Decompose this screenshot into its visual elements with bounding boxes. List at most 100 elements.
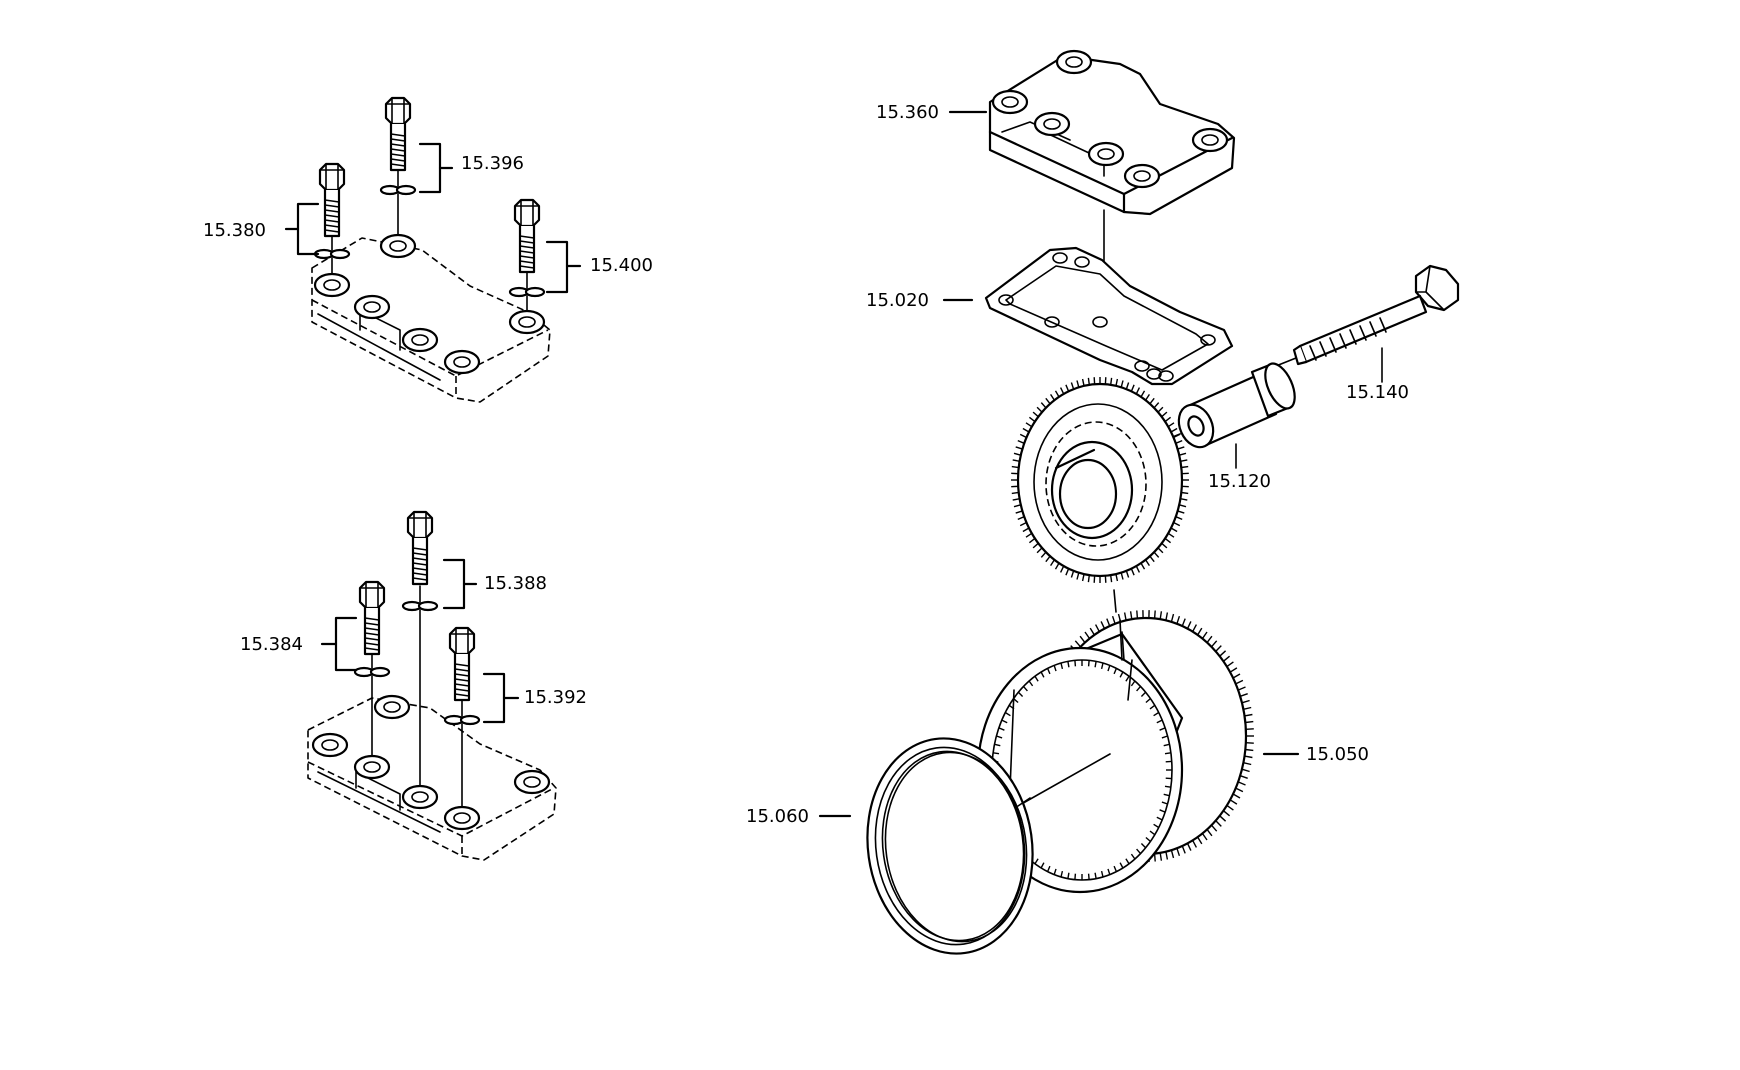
gear-tooth — [1157, 547, 1164, 554]
gear-tooth — [1210, 640, 1218, 648]
gear-tooth — [1180, 498, 1188, 501]
gear-tooth — [1170, 613, 1175, 623]
gear-tooth — [1045, 555, 1051, 563]
gear-tooth — [1135, 565, 1141, 573]
gear-tooth — [1179, 452, 1187, 456]
gear-tooth — [1050, 559, 1055, 566]
gear-tooth — [1239, 693, 1248, 697]
gear-tooth — [1159, 611, 1163, 620]
gear-tooth — [1167, 422, 1175, 428]
gear-tooth — [1153, 853, 1156, 862]
label-15-140: 15.140 — [1346, 382, 1409, 403]
gear-tooth — [1017, 439, 1025, 444]
gear-tooth — [1176, 847, 1181, 857]
gear-tooth — [1164, 752, 1172, 755]
gear-tooth — [1165, 612, 1169, 621]
gear-tooth — [1161, 542, 1168, 549]
gear-tooth — [1156, 719, 1163, 724]
gear-tooth — [1015, 510, 1023, 514]
gear-tooth — [1145, 394, 1150, 401]
gear-tooth — [1087, 377, 1090, 385]
gear-tooth — [1161, 735, 1168, 739]
gear-tooth — [1113, 865, 1118, 872]
gear-tooth — [1179, 504, 1187, 508]
gear-tooth — [1012, 459, 1020, 462]
gear-tooth — [1149, 397, 1155, 405]
gear-tooth — [1045, 397, 1051, 405]
gear-tooth — [1165, 851, 1169, 860]
label-15-120: 15.120 — [1208, 471, 1271, 492]
gear-tooth — [1215, 645, 1222, 652]
gear-tooth — [994, 743, 1001, 747]
gear-tooth — [1140, 562, 1146, 570]
gear-tooth — [998, 727, 1005, 731]
gear-tooth — [1170, 427, 1178, 433]
gear-tooth — [1070, 570, 1075, 578]
gear-tooth — [1153, 711, 1160, 717]
gear-tooth — [1015, 446, 1023, 450]
gear-tooth — [1222, 810, 1231, 817]
gear-tooth — [1232, 793, 1241, 799]
gear-tooth — [1130, 853, 1136, 860]
gear-tooth — [1201, 832, 1208, 841]
gear-tooth — [1060, 662, 1064, 670]
gasket-15-020 — [984, 246, 1234, 386]
gear-tooth — [1153, 402, 1160, 409]
gear-tooth — [1107, 868, 1111, 875]
gear-tooth — [1081, 378, 1085, 386]
label-15-360: 15.360 — [876, 102, 939, 123]
gear-tooth — [1163, 743, 1170, 747]
gear-tooth — [1161, 411, 1168, 418]
gear-tooth — [1125, 675, 1130, 682]
label-15-020: 15.020 — [866, 290, 929, 311]
gear-tooth — [1028, 537, 1036, 544]
gear-tooth — [1025, 422, 1033, 428]
gear-tooth — [1136, 848, 1142, 855]
gear-tooth — [1175, 439, 1183, 444]
gear-tooth — [1219, 815, 1227, 822]
gear-tooth — [1089, 627, 1095, 636]
gear-tooth — [1197, 836, 1203, 845]
gear-tooth — [1040, 551, 1047, 558]
gear-tooth — [1012, 498, 1020, 501]
gear-tooth — [1149, 704, 1156, 710]
gear-tooth — [1123, 612, 1127, 621]
label-15-050: 15.050 — [1306, 744, 1369, 765]
gear-tooth — [1094, 661, 1097, 668]
gear-tooth — [1074, 660, 1077, 667]
gear-tooth — [1094, 872, 1097, 879]
idler-gear — [1011, 377, 1189, 613]
gear-tooth — [1136, 685, 1142, 692]
cover-15-360 — [988, 49, 1236, 313]
gear-tooth — [1110, 575, 1113, 583]
gear-tooth — [1067, 661, 1070, 668]
gear-tooth — [1087, 660, 1090, 667]
gear-tooth — [1192, 624, 1198, 632]
label-15-392: 15.392 — [524, 687, 587, 708]
gear-tooth — [1232, 673, 1241, 679]
gear-tooth — [1173, 433, 1181, 439]
gear-tooth — [1120, 572, 1124, 580]
gear-tooth — [1181, 845, 1186, 854]
gear-tooth — [1053, 665, 1057, 672]
gear-tooth — [1241, 768, 1250, 773]
gear-tooth — [1164, 537, 1172, 544]
gear-tooth — [1070, 382, 1075, 390]
gear-tooth — [1115, 574, 1119, 582]
gear-tooth — [1119, 862, 1124, 869]
gear-tooth — [1040, 671, 1045, 678]
gear-tooth — [1164, 785, 1172, 788]
gear-tooth — [1040, 862, 1045, 869]
gear-tooth — [1237, 781, 1246, 786]
gear-tooth — [1022, 527, 1030, 533]
gear-tooth — [1245, 748, 1254, 752]
gear-tooth — [1040, 402, 1047, 409]
gear-tooth — [1054, 562, 1060, 570]
gear-tooth — [1197, 627, 1203, 636]
gear-tooth — [1130, 680, 1136, 687]
gear-tooth — [1145, 559, 1150, 566]
gear-tooth — [1130, 568, 1135, 576]
label-15-060: 15.060 — [746, 806, 809, 827]
gear-tooth — [1119, 671, 1124, 678]
gear-tooth — [996, 735, 1003, 739]
